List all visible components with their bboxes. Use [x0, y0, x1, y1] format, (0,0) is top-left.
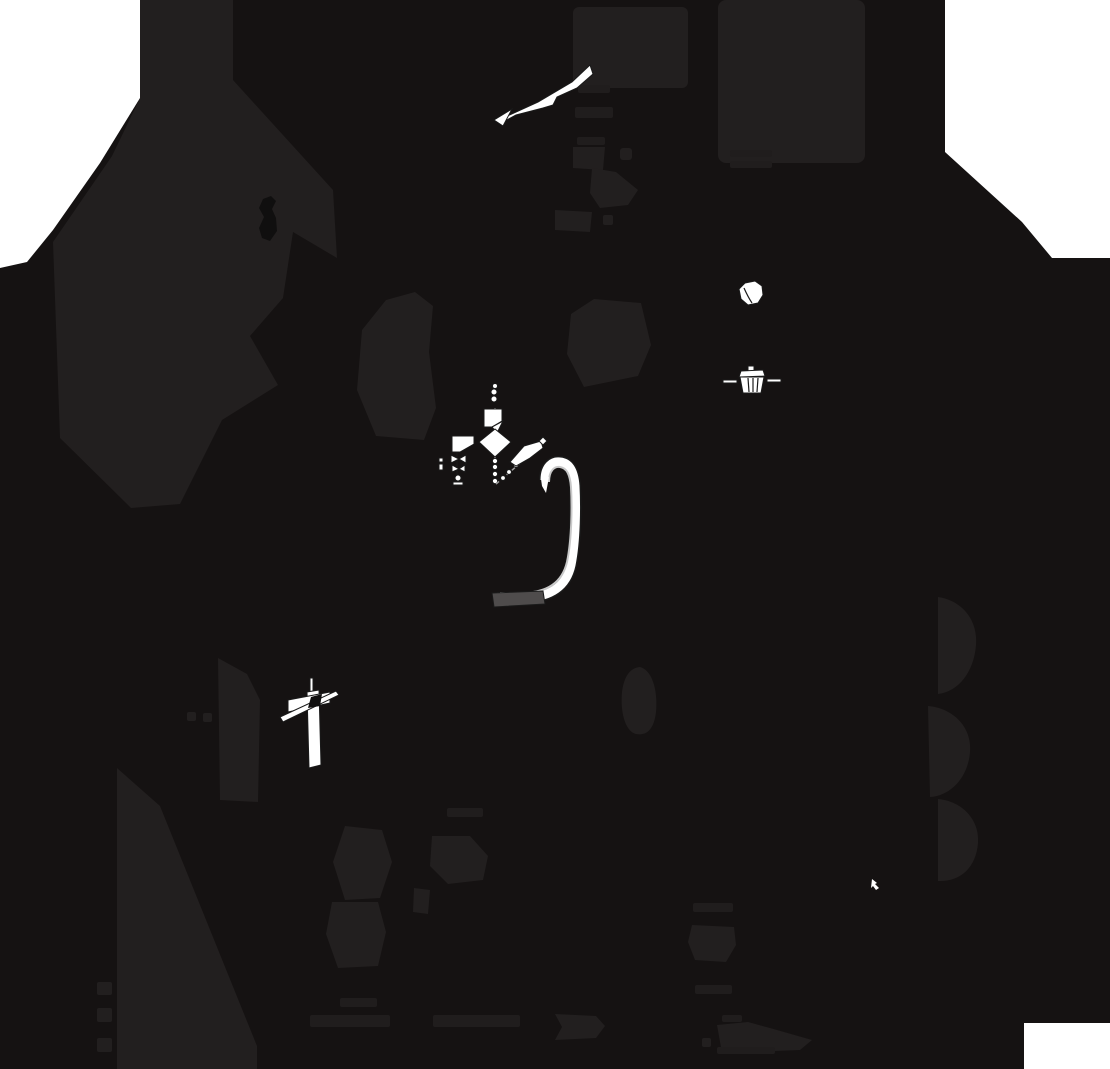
- shell-icon: [738, 280, 764, 306]
- funnel-cap: [538, 436, 548, 446]
- bead: [500, 475, 506, 481]
- caption-bar: [578, 85, 610, 93]
- bead: [491, 477, 499, 485]
- silhouette-masses: [53, 0, 979, 1069]
- mass-cluster-a: [573, 147, 605, 170]
- mass-rock-left: [357, 292, 436, 440]
- mass-column: [218, 658, 260, 802]
- bead: [490, 388, 498, 396]
- bead: [491, 470, 499, 478]
- hook-shading: [500, 465, 573, 594]
- funnel: [509, 440, 544, 467]
- caption-bar: [717, 1047, 775, 1054]
- caption-bar: [310, 1015, 390, 1027]
- bead: [492, 383, 498, 389]
- caption-bar: [447, 808, 483, 817]
- caption-bar: [577, 137, 605, 145]
- left-valve-bowtie: [451, 464, 461, 473]
- mass-chunk: [688, 925, 736, 962]
- mass-stack-1: [97, 982, 112, 995]
- mass-wedge: [717, 1022, 812, 1053]
- hook-cane-icon: [491, 455, 582, 608]
- left-valve-bowtie: [450, 454, 461, 464]
- caption-bar: [433, 1015, 520, 1027]
- lantern-body: [739, 376, 765, 394]
- white-object-details: [308, 287, 759, 708]
- valve-assembly-icon: [438, 383, 548, 486]
- mass-dot-2: [203, 713, 212, 722]
- mass-cluster-b: [620, 148, 632, 160]
- caption-bar: [730, 161, 772, 168]
- mass-cluster-d: [555, 210, 592, 232]
- mass-blob-b: [413, 888, 430, 914]
- lantern-arm-left: [722, 379, 738, 384]
- mass-cluster-e: [603, 215, 613, 225]
- caption-bar: [693, 903, 733, 912]
- mass-building-1: [573, 7, 688, 88]
- caption-bar: [575, 107, 613, 118]
- hook-handle: [491, 590, 546, 608]
- bead: [506, 469, 512, 475]
- bead: [454, 474, 462, 482]
- lantern-rib: [747, 377, 750, 393]
- mass-stack-2: [97, 1008, 112, 1022]
- kite-diamond: [478, 428, 512, 458]
- left-valve-bowtie: [457, 454, 467, 464]
- mass-triangle-bottom-left: [117, 768, 257, 1069]
- mass-wedge-dot: [702, 1038, 711, 1047]
- cross-center-notch: [308, 694, 322, 708]
- cross-vertical: [306, 689, 322, 769]
- mass-blob-a: [430, 836, 488, 884]
- sword-guard: [493, 107, 514, 127]
- sky-gap-top-left: [0, 0, 140, 268]
- sword-blade: [502, 64, 594, 122]
- bone-hole: [259, 196, 277, 241]
- illegible-caption-bars: [310, 85, 775, 1054]
- mass-figure-upper: [333, 826, 392, 900]
- caption-bar: [722, 1015, 742, 1022]
- caption-bar: [695, 985, 732, 994]
- mass-bush-1: [938, 597, 977, 694]
- mass-bush-3: [938, 799, 979, 882]
- mass-building-2: [718, 0, 865, 163]
- mass-bush-2: [928, 706, 971, 797]
- shell-line: [743, 287, 753, 304]
- pointer-speck: [871, 879, 879, 890]
- mass-bell: [621, 667, 657, 735]
- left-valve-bowtie: [458, 464, 466, 473]
- tiny-mark: [438, 463, 444, 471]
- lantern-arm-right: [766, 378, 782, 383]
- mass-top-left: [53, 0, 337, 508]
- caption-bar: [730, 150, 772, 157]
- mass-cluster-c: [590, 168, 638, 208]
- lantern-rib: [756, 377, 759, 393]
- white-patch-bottom-right: [1024, 1023, 1110, 1069]
- sword-icon: [493, 64, 594, 127]
- mass-dot-1: [187, 712, 196, 721]
- caption-bar: [340, 998, 377, 1007]
- mass-rock-right: [567, 299, 651, 387]
- bead: [491, 457, 499, 465]
- mass-figure-lower: [326, 902, 386, 968]
- sky-gap-top-right: [945, 0, 1110, 258]
- hook-body: [497, 457, 581, 603]
- bead: [491, 463, 499, 471]
- left-base: [452, 481, 464, 486]
- tiny-mark: [438, 457, 444, 463]
- lantern-lid: [738, 369, 766, 378]
- mass-stack-3: [97, 1038, 112, 1052]
- hook-beak: [541, 477, 549, 493]
- bead: [490, 395, 498, 403]
- left-flag: [451, 435, 475, 453]
- mass-arrow: [555, 1014, 605, 1040]
